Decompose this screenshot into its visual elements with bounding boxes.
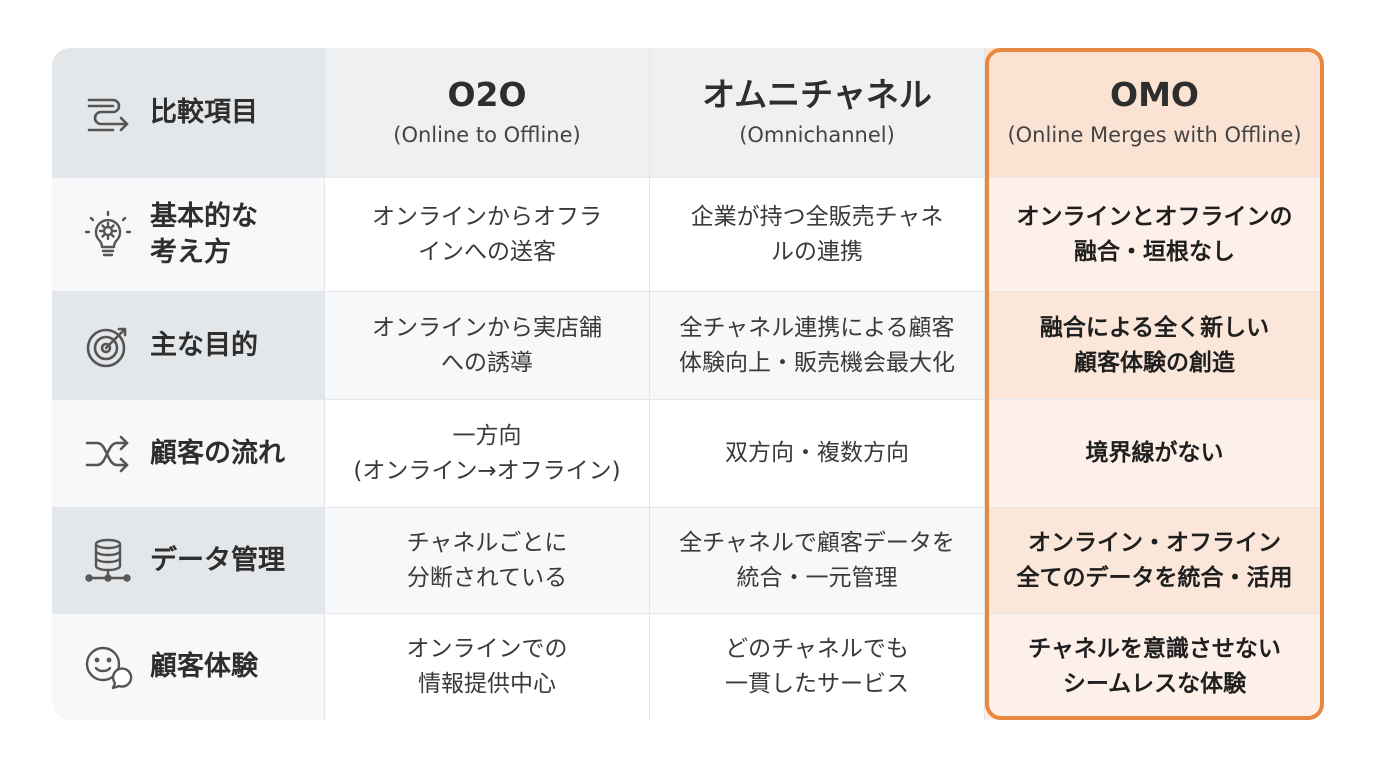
row-label: データ管理 xyxy=(150,544,285,576)
cell-value: オンラインとオフラインの 融合・垣根なし xyxy=(1016,203,1293,265)
row-label: 基本的な 考え方 xyxy=(150,200,258,268)
route-arrows-icon xyxy=(82,87,134,139)
cell-value: オンラインでの 情報提供中心 xyxy=(406,636,568,697)
database-network-icon xyxy=(82,535,134,587)
row-label-cell: 顧客の流れ xyxy=(52,400,325,508)
cell-omnichannel: 企業が持つ全販売チャネ ルの連携 xyxy=(650,178,985,292)
cell-value: オンラインから実店舗 への誘導 xyxy=(372,314,602,376)
row-label: 顧客の流れ xyxy=(150,437,285,469)
cell-omo: 境界線がない xyxy=(985,400,1324,508)
cell-o2o: チャネルごとに 分断されている xyxy=(325,508,650,614)
column-header-omo: OMO (Online Merges with Offline) xyxy=(985,48,1324,178)
cell-value: 全チャネル連携による顧客 体験向上・販売機会最大化 xyxy=(679,314,955,376)
column-subtitle: (Online to Offline) xyxy=(393,122,581,147)
row-label-cell: 基本的な 考え方 xyxy=(52,178,325,292)
column-title: OMO xyxy=(1110,74,1199,114)
cell-omnichannel: 全チャネル連携による顧客 体験向上・販売機会最大化 xyxy=(650,292,985,400)
comparison-table: 比較項目 O2O (Online to Offline) オムニチャネル (Om… xyxy=(52,48,1324,720)
cell-o2o: 一方向 (オンライン→オフライン) xyxy=(325,400,650,508)
cell-value: 境界線がない xyxy=(1085,440,1224,466)
target-arrow-icon xyxy=(82,320,134,372)
cell-value: チャネルを意識させない シームレスな体験 xyxy=(1028,636,1281,697)
cell-omo: 融合による全く新しい 顧客体験の創造 xyxy=(985,292,1324,400)
cell-o2o: オンラインから実店舗 への誘導 xyxy=(325,292,650,400)
cell-omo: オンラインとオフラインの 融合・垣根なし xyxy=(985,178,1324,292)
column-subtitle: (Omnichannel) xyxy=(739,122,895,147)
cell-value: どのチャネルでも 一貫したサービス xyxy=(725,636,909,697)
column-subtitle: (Online Merges with Offline) xyxy=(1007,122,1302,147)
cell-value: オンラインからオフラ インへの送客 xyxy=(372,203,602,265)
cell-o2o: オンラインでの 情報提供中心 xyxy=(325,614,650,720)
shuffle-arrows-icon xyxy=(82,428,134,480)
row-label-cell: データ管理 xyxy=(52,508,325,614)
cell-o2o: オンラインからオフラ インへの送客 xyxy=(325,178,650,292)
cell-value: チャネルごとに 分断されている xyxy=(406,529,568,591)
cell-omnichannel: 双方向・複数方向 xyxy=(650,400,985,508)
column-header-o2o: O2O (Online to Offline) xyxy=(325,48,650,178)
cell-omo: オンライン・オフライン 全てのデータを統合・活用 xyxy=(985,508,1324,614)
cell-value: 企業が持つ全販売チャネ ルの連携 xyxy=(690,203,944,265)
cell-value: 一方向 (オンライン→オフライン) xyxy=(353,422,621,484)
row-label: 主な目的 xyxy=(150,329,258,361)
cell-value: 全チャネルで顧客データを 統合・一元管理 xyxy=(679,529,955,591)
lightbulb-gear-icon xyxy=(82,209,134,261)
row-label-cell: 主な目的 xyxy=(52,292,325,400)
cell-value: 融合による全く新しい 顧客体験の創造 xyxy=(1039,314,1270,376)
column-title: O2O xyxy=(447,74,527,114)
cell-value: オンライン・オフライン 全てのデータを統合・活用 xyxy=(1016,529,1293,591)
cell-value: 双方向・複数方向 xyxy=(725,440,909,466)
row-label: 顧客体験 xyxy=(150,651,258,682)
header-label: 比較項目 xyxy=(150,96,258,128)
cell-omo: チャネルを意識させない シームレスな体験 xyxy=(985,614,1324,720)
column-header-omnichannel: オムニチャネル (Omnichannel) xyxy=(650,48,985,178)
column-title: オムニチャネル xyxy=(702,74,932,114)
row-label-cell: 顧客体験 xyxy=(52,614,325,720)
cell-omnichannel: どのチャネルでも 一貫したサービス xyxy=(650,614,985,720)
cell-omnichannel: 全チャネルで顧客データを 統合・一元管理 xyxy=(650,508,985,614)
header-label-cell: 比較項目 xyxy=(52,48,325,178)
smiley-chat-icon xyxy=(82,641,134,693)
